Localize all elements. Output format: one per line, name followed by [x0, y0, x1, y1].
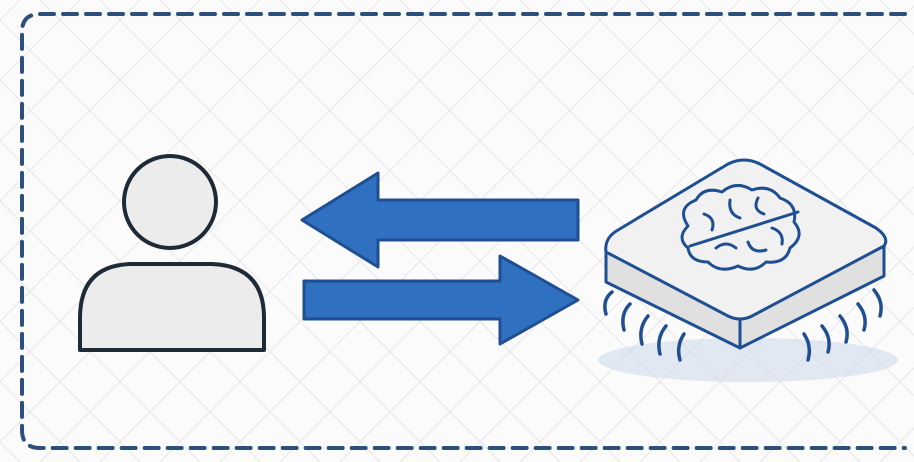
brain-chip-icon [598, 160, 898, 382]
grid-line [880, 0, 914, 462]
person-head [124, 156, 216, 248]
grid-line [0, 0, 80, 462]
grid-line [880, 0, 914, 462]
person-body [80, 264, 264, 350]
grid-line [0, 0, 80, 462]
grid-line [0, 0, 260, 462]
arrow-left-icon [302, 173, 578, 267]
arrow-right-icon [304, 256, 578, 344]
grid-line [0, 0, 20, 462]
grid-line [0, 0, 260, 462]
grid-line [0, 0, 20, 462]
